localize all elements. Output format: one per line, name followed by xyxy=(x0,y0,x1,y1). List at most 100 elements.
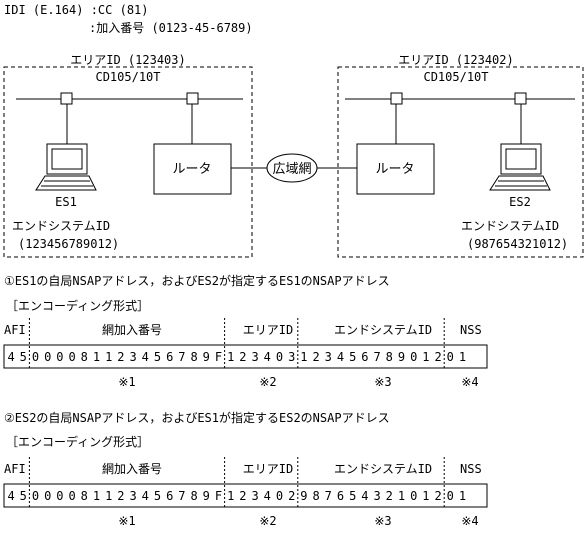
header-es: エンドシステムID xyxy=(334,462,432,476)
es1-id-title: エンドシステムID xyxy=(12,219,110,233)
es-digit: 4 xyxy=(361,489,368,503)
net-digit: 1 xyxy=(105,350,112,364)
left-transceiver-router xyxy=(186,92,199,105)
es-digit: 0 xyxy=(410,350,417,364)
section-1: ①ES1の自局NSAPアドレス，およびES2が指定するES1のNSAPアドレス … xyxy=(3,273,488,389)
es1-id-value: (123456789012) xyxy=(18,237,119,251)
section-2: ②ES2の自局NSAPアドレス，およびES1が指定するES2のNSAPアドレス … xyxy=(3,410,488,528)
net-digit: 8 xyxy=(190,350,197,364)
section-2-format-label: ［エンコーディング形式］ xyxy=(6,434,149,449)
header-area: エリアID xyxy=(243,323,293,337)
right-area-id: エリアID (123402) xyxy=(398,53,513,67)
es2-label: ES2 xyxy=(509,195,531,209)
net-digit: 8 xyxy=(190,489,197,503)
es2-id-title: エンドシステムID xyxy=(461,219,559,233)
note-1: ※1 xyxy=(118,514,135,528)
net-digit: 7 xyxy=(178,489,185,503)
section-2-title: ②ES2の自局NSAPアドレス，およびES1が指定するES2のNSAPアドレス xyxy=(4,410,390,425)
right-router-label: ルータ xyxy=(375,162,414,177)
net-digit: 3 xyxy=(129,350,136,364)
right-transceiver-router xyxy=(390,92,403,105)
es-digit: 9 xyxy=(398,350,405,364)
left-area-id: エリアID (123403) xyxy=(70,53,185,67)
net-digit: 2 xyxy=(117,350,124,364)
idi-line: IDI (E.164) :CC (81) xyxy=(4,3,149,17)
es-digit: 3 xyxy=(373,489,380,503)
section-2-address-box xyxy=(3,483,488,508)
es-digit: 7 xyxy=(373,350,380,364)
wan-label: 広域網 xyxy=(272,162,311,177)
area-digit: 0 xyxy=(276,489,283,503)
note-3: ※3 xyxy=(374,514,391,528)
header-area: エリアID xyxy=(243,462,293,476)
afi-digit: 4 xyxy=(7,489,14,503)
es1-label: ES1 xyxy=(55,195,77,209)
net-digit: 0 xyxy=(68,489,75,503)
es-digit: 3 xyxy=(325,350,332,364)
es-digit: 1 xyxy=(422,350,429,364)
afi-digit: 4 xyxy=(7,350,14,364)
es-digit: 7 xyxy=(325,489,332,503)
net-digit: 8 xyxy=(81,489,88,503)
left-router-label: ルータ xyxy=(172,162,211,177)
es1-computer-icon xyxy=(35,143,97,191)
left-transceiver-es xyxy=(60,92,73,105)
left-area-border xyxy=(3,66,253,258)
net-digit: 4 xyxy=(142,489,149,503)
es-digit: 1 xyxy=(398,489,405,503)
area-digit: 0 xyxy=(276,350,283,364)
net-digit: 4 xyxy=(142,350,149,364)
es-digit: 9 xyxy=(300,489,307,503)
left-lan-label: CD105/10T xyxy=(95,70,160,84)
header-net: 網加入番号 xyxy=(102,462,162,476)
nss-digit: 0 xyxy=(447,489,454,503)
area-digit: 3 xyxy=(251,350,258,364)
area-digit: 2 xyxy=(239,489,246,503)
area-digit: 1 xyxy=(227,350,234,364)
note-4: ※4 xyxy=(461,375,478,389)
area-digit: 1 xyxy=(227,489,234,503)
net-digit: 6 xyxy=(166,350,173,364)
section-1-format-label: ［エンコーディング形式］ xyxy=(6,298,149,313)
left-router-box xyxy=(153,143,232,195)
es-digit: 8 xyxy=(312,489,319,503)
net-digit: 9 xyxy=(203,350,210,364)
section-1-title: ①ES1の自局NSAPアドレス，およびES2が指定するES1のNSAPアドレス xyxy=(4,273,390,288)
es-digit: 2 xyxy=(434,489,441,503)
net-digit: 6 xyxy=(166,489,173,503)
area-digit: 4 xyxy=(264,350,271,364)
note-2: ※2 xyxy=(259,375,276,389)
area-digit: 3 xyxy=(251,489,258,503)
net-digit: 8 xyxy=(81,350,88,364)
right-area-border xyxy=(337,66,584,258)
nss-digit: 1 xyxy=(459,489,466,503)
header-afi: AFI xyxy=(4,462,26,476)
header-nss: NSS xyxy=(460,462,482,476)
afi-digit: 5 xyxy=(20,350,27,364)
es-digit: 6 xyxy=(361,350,368,364)
es-digit: 5 xyxy=(349,489,356,503)
net-digit: 7 xyxy=(178,350,185,364)
note-1: ※1 xyxy=(118,375,135,389)
area-digit: 2 xyxy=(288,489,295,503)
right-lan-label: CD105/10T xyxy=(423,70,488,84)
es-digit: 2 xyxy=(312,350,319,364)
net-digit: 5 xyxy=(154,350,161,364)
nss-digit: 1 xyxy=(459,350,466,364)
net-digit: 0 xyxy=(32,489,39,503)
net-digit: F xyxy=(215,489,222,503)
net-digit: 0 xyxy=(56,489,63,503)
right-transceiver-es xyxy=(514,92,527,105)
header-es: エンドシステムID xyxy=(334,323,432,337)
es-digit: 2 xyxy=(434,350,441,364)
net-digit: 5 xyxy=(154,489,161,503)
es-digit: 5 xyxy=(349,350,356,364)
net-digit: 0 xyxy=(56,350,63,364)
note-2: ※2 xyxy=(259,514,276,528)
net-digit: 1 xyxy=(93,350,100,364)
net-digit: F xyxy=(215,350,222,364)
net-digit: 0 xyxy=(44,489,51,503)
net-digit: 3 xyxy=(129,489,136,503)
